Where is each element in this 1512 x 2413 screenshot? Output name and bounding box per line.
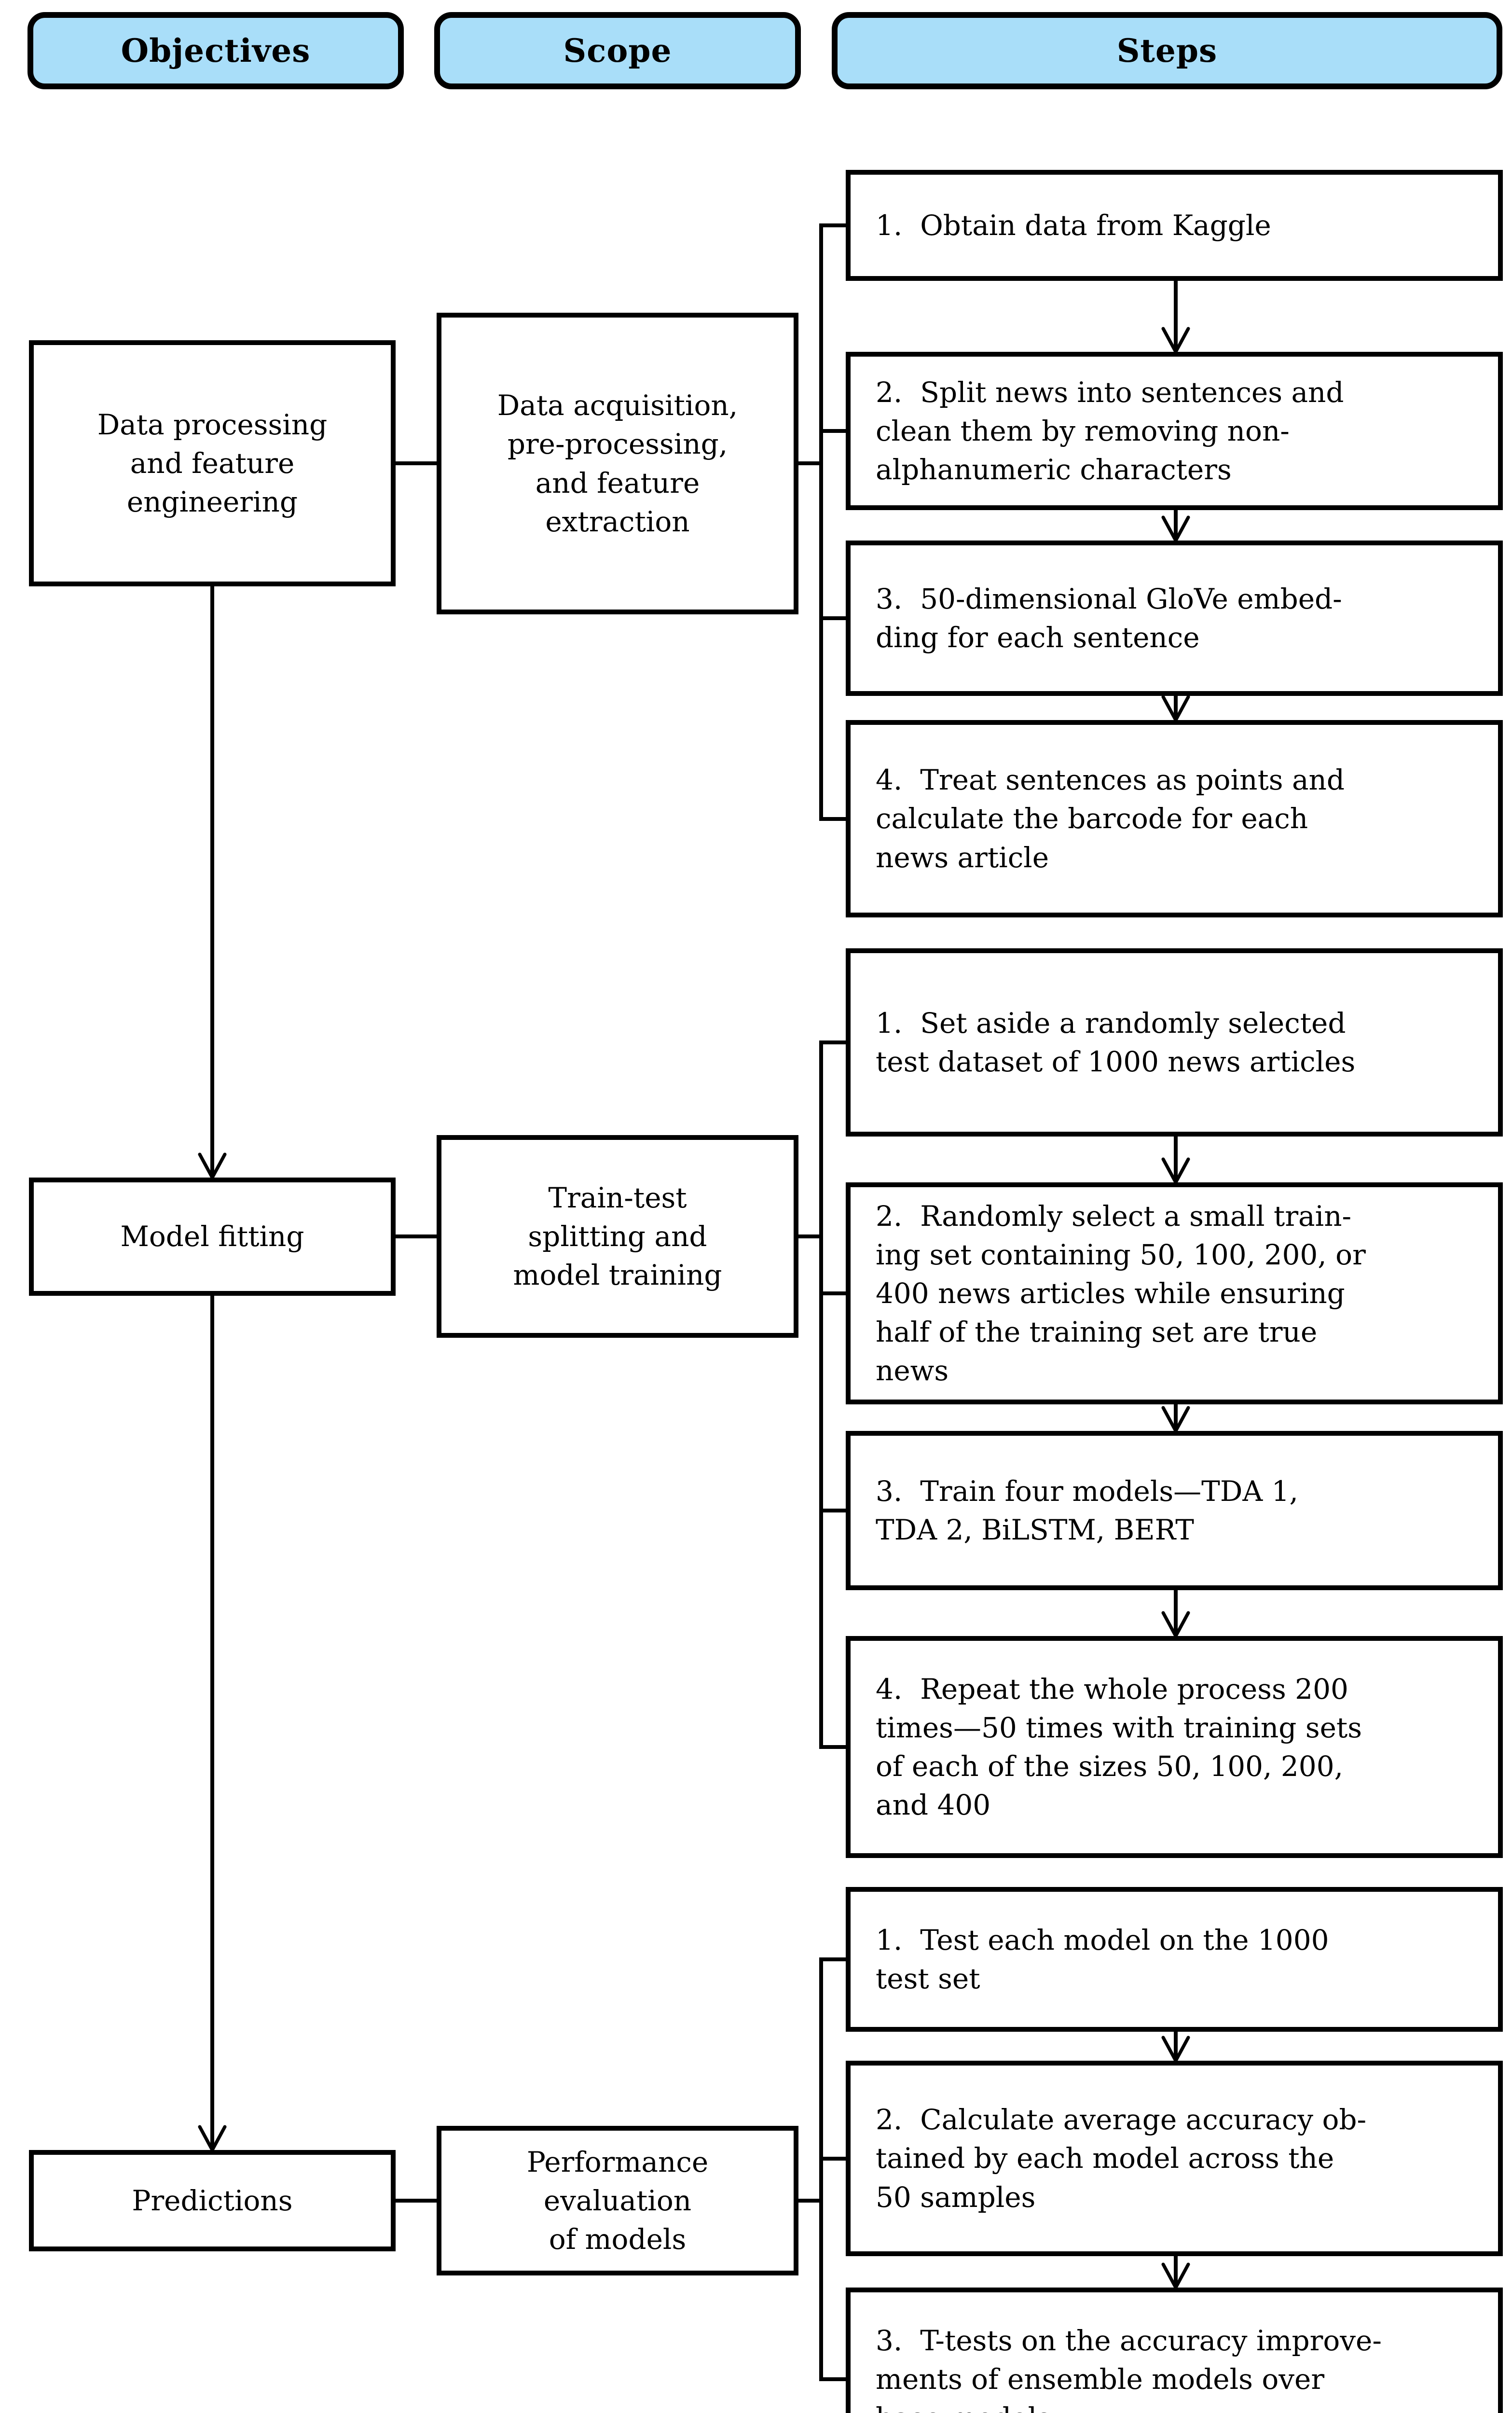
arrowhead-icon — [1161, 1157, 1190, 1184]
step-row3-2: 2. Calculate average accuracy ob- tained… — [846, 2061, 1503, 2256]
arrow-objective-2-to-3 — [198, 1296, 227, 2152]
arrowhead-icon — [1161, 1611, 1190, 1638]
scope-train-test-splitting: Train-test splitting and model training — [437, 1135, 798, 1338]
step-row2-3: 3. Train four models—TDA 1, TDA 2, BiLST… — [846, 1431, 1503, 1590]
step-row3-1: 1. Test each model on the 1000 test set — [846, 1887, 1503, 2032]
arrowhead-icon — [1161, 695, 1190, 722]
objective-model-fitting: Model fitting — [29, 1178, 396, 1296]
arrow-row3-step2-3 — [1161, 2256, 1190, 2289]
arrow-row1-step2-3 — [1161, 510, 1190, 542]
step-row1-1: 1. Obtain data from Kaggle — [846, 170, 1503, 281]
arrowhead-icon — [198, 2125, 227, 2152]
step-row1-4: 4. Treat sentences as points and calcula… — [846, 720, 1503, 917]
header-scope: Scope — [434, 12, 801, 89]
arrow-row2-step3-4 — [1161, 1590, 1190, 1638]
step-row2-1: 1. Set aside a randomly selected test da… — [846, 948, 1503, 1137]
header-objectives: Objectives — [27, 12, 404, 89]
step-row1-3: 3. 50-dimensional GloVe embed- ding for … — [846, 541, 1503, 696]
step-row1-2: 2. Split news into sentences and clean t… — [846, 352, 1503, 510]
arrowhead-icon — [1161, 2036, 1190, 2063]
arrowhead-icon — [1161, 2262, 1190, 2289]
arrow-row1-step3-4 — [1161, 695, 1190, 722]
arrow-objective-1-to-2 — [198, 586, 227, 1179]
arrow-row3-step1-2 — [1161, 2032, 1190, 2063]
arrowhead-icon — [198, 1152, 227, 1179]
arrow-row1-step1-2 — [1161, 281, 1190, 354]
arrow-row2-step1-2 — [1161, 1137, 1190, 1184]
arrow-row2-step2-3 — [1161, 1404, 1190, 1433]
objective-predictions: Predictions — [29, 2150, 396, 2251]
scope-data-acquisition: Data acquisition, pre-processing, and fe… — [437, 313, 798, 614]
step-row3-3: 3. T-tests on the accuracy improve- ment… — [846, 2288, 1503, 2413]
scope-performance-evaluation: Performance evaluation of models — [437, 2126, 798, 2275]
step-row2-2: 2. Randomly select a small train- ing se… — [846, 1182, 1503, 1404]
step-row2-4: 4. Repeat the whole process 200 times—50… — [846, 1636, 1503, 1858]
arrowhead-icon — [1161, 515, 1190, 542]
header-steps: Steps — [832, 12, 1502, 89]
objective-data-processing: Data processing and feature engineering — [29, 340, 396, 586]
arrowhead-icon — [1161, 1406, 1190, 1433]
arrowhead-icon — [1161, 327, 1190, 354]
